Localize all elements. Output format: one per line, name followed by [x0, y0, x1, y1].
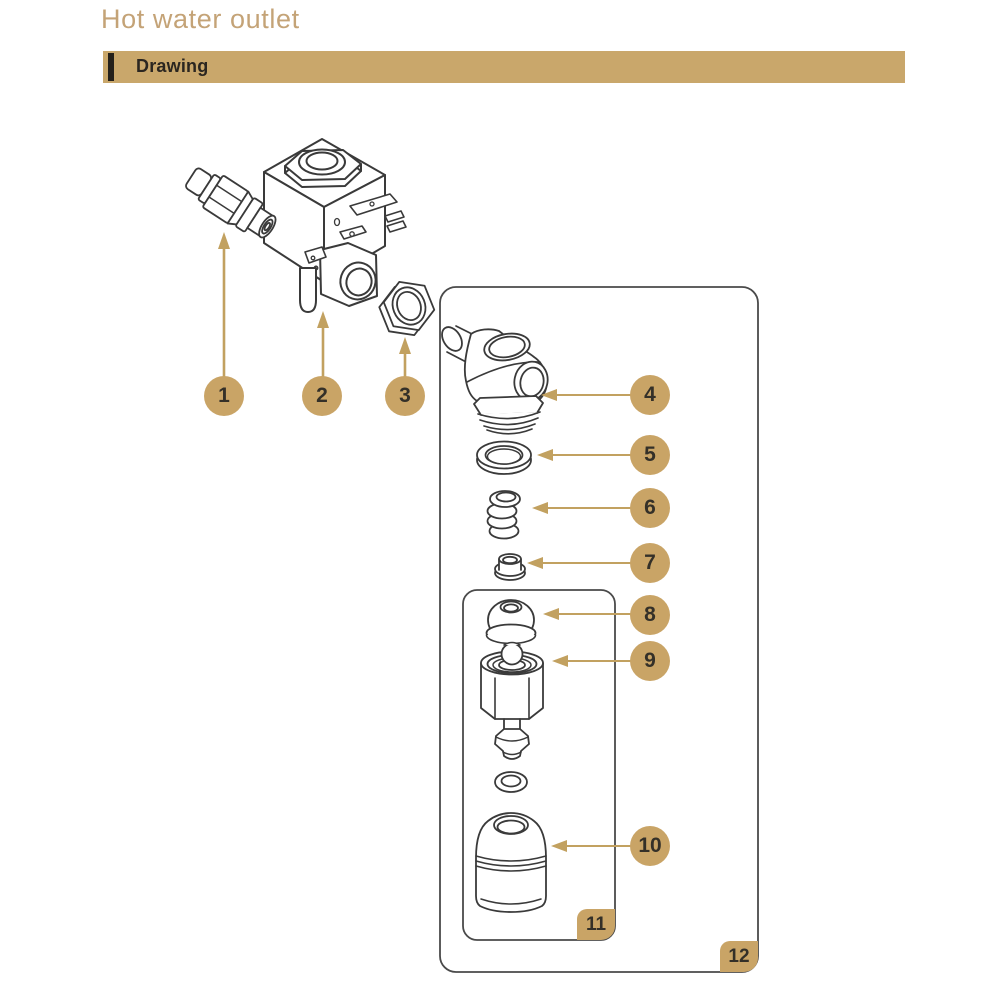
callout-arrows — [218, 232, 631, 852]
section-bar: Drawing — [103, 51, 905, 83]
callout-6: 6 — [630, 488, 670, 528]
callout-7: 7 — [630, 543, 670, 583]
part-1-fitting-drawing — [185, 167, 277, 239]
group-box-12 — [439, 286, 759, 973]
callout-8: 8 — [630, 595, 670, 635]
callout-1: 1 — [204, 376, 244, 416]
group-label-12: 12 — [720, 941, 758, 972]
part-6-spring-drawing — [486, 490, 521, 540]
group-box-11 — [462, 589, 616, 941]
page-title: Hot water outlet — [101, 4, 300, 34]
part-9-oring-drawing — [494, 771, 528, 793]
section-label: Drawing — [136, 56, 209, 76]
part-7-gland-drawing — [494, 553, 526, 581]
group-label-11: 11 — [577, 909, 615, 940]
part-9-barb-fitting-drawing — [480, 641, 544, 760]
part-2-solenoid-valve-drawing — [263, 138, 407, 313]
callout-4: 4 — [630, 375, 670, 415]
callout-5: 5 — [630, 435, 670, 475]
part-4-outlet-body-drawing — [441, 325, 549, 435]
callout-9: 9 — [630, 641, 670, 681]
callout-10: 10 — [630, 826, 670, 866]
section-marker — [108, 53, 114, 81]
part-5-washer-drawing — [476, 440, 532, 475]
part-3-hex-nut-drawing — [378, 280, 436, 337]
callout-2: 2 — [302, 376, 342, 416]
part-10-hood-drawing — [475, 812, 547, 913]
part-8-dome-cap-drawing — [485, 599, 537, 645]
callout-3: 3 — [385, 376, 425, 416]
